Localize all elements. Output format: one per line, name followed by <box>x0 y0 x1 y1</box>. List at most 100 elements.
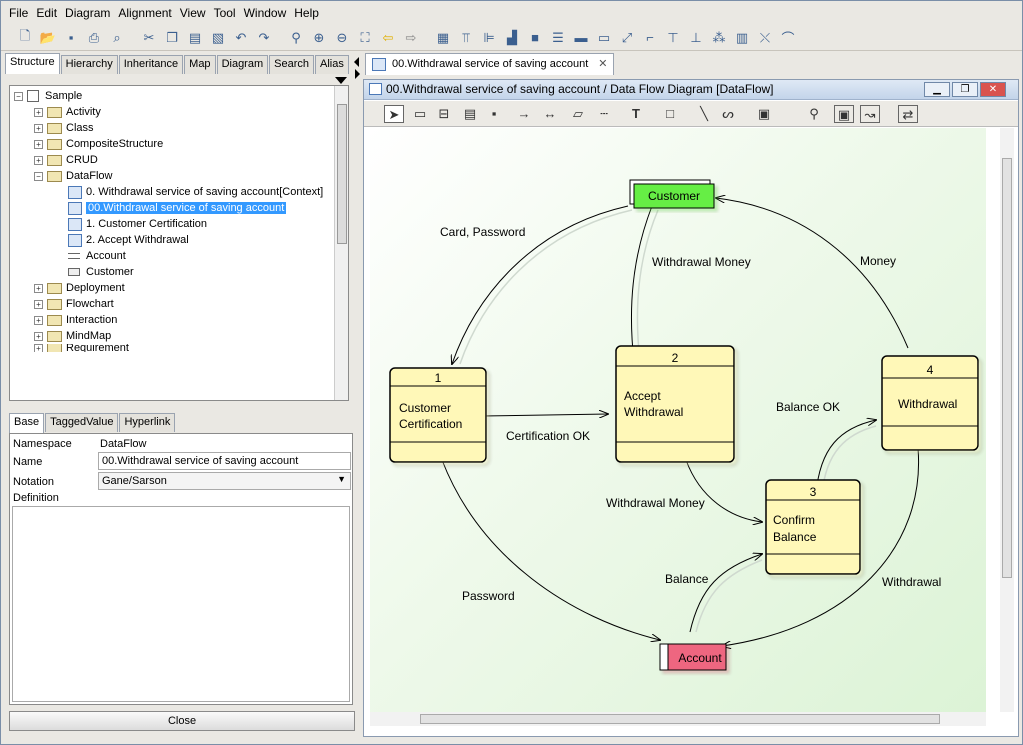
group-icon[interactable]: ⁂ <box>712 29 726 45</box>
minimize-icon[interactable]: ▁ <box>924 82 950 97</box>
zoom-icon[interactable]: ⚲ <box>291 29 301 45</box>
definition-textarea[interactable] <box>12 506 350 702</box>
notation-select[interactable]: Gane/Sarson ▼ <box>98 472 351 490</box>
name-field[interactable]: 00.Withdrawal service of saving account <box>98 452 351 470</box>
line-color-icon[interactable]: ▬ <box>574 30 588 45</box>
tree-item-activity[interactable]: +Activity <box>34 104 101 120</box>
new-file-icon[interactable]: 🗋 <box>19 27 31 43</box>
forward-arrow-icon[interactable]: ⇨ <box>405 29 417 45</box>
external-tool-icon[interactable]: ▤ <box>463 106 477 121</box>
open-folder-icon[interactable]: 📂 <box>39 29 57 45</box>
tree-item-crud[interactable]: +CRUD <box>34 152 98 168</box>
rectangle-tool-icon[interactable]: □ <box>666 106 674 121</box>
close-button[interactable]: Close <box>9 711 355 731</box>
tab-hierarchy[interactable]: Hierarchy <box>60 55 118 74</box>
process-1-customer-certification[interactable]: 1 Customer Certification <box>389 367 487 463</box>
tab-alias[interactable]: Alias <box>315 55 349 74</box>
table-icon[interactable]: ▥ <box>735 29 749 45</box>
restore-icon[interactable]: ❐ <box>952 82 978 97</box>
tree-item-class[interactable]: +Class <box>34 120 94 136</box>
fill-color-icon[interactable]: ■ <box>531 30 539 45</box>
print-preview-icon[interactable]: ⌕ <box>113 29 121 45</box>
tree-item-customer[interactable]: Customer <box>68 264 134 280</box>
duplicate-icon[interactable]: ▧ <box>211 29 225 45</box>
tree-item-mindmap[interactable]: +MindMap <box>34 328 111 344</box>
tree-item-customer-certification[interactable]: 1. Customer Certification <box>68 216 207 232</box>
process-3-confirm-balance[interactable]: 3 Confirm Balance <box>765 479 861 575</box>
connector-icon[interactable]: ⌐ <box>646 30 654 45</box>
menu-diagram[interactable]: Diagram <box>65 6 111 20</box>
line-mode-icon[interactable]: ↝ <box>860 105 880 123</box>
menu-window[interactable]: Window <box>243 6 287 20</box>
select-pointer-icon[interactable]: ➤ <box>384 105 404 123</box>
process-2-accept-withdrawal[interactable]: 2 Accept Withdrawal <box>615 345 735 463</box>
tab-search[interactable]: Search <box>269 55 314 74</box>
layout-icon[interactable]: ▦ <box>436 29 450 45</box>
tree-scrollbar[interactable] <box>334 86 348 400</box>
align-top-icon[interactable]: ⫪ <box>462 29 470 45</box>
line-tool-icon[interactable]: ╲ <box>700 106 708 121</box>
tree-item-requirement[interactable]: +Requirement <box>34 344 129 352</box>
align-left-icon[interactable]: ⊫ <box>483 29 495 45</box>
save-icon[interactable]: ▪ <box>68 30 74 45</box>
tree-item-deployment[interactable]: +Deployment <box>34 280 125 296</box>
curve-icon[interactable]: ⌒ <box>781 31 795 46</box>
print-icon[interactable]: ⎙ <box>88 29 100 45</box>
process-tool-icon[interactable]: ▭ <box>413 106 427 121</box>
tree-layout-icon[interactable]: ⊤ <box>667 29 679 45</box>
text-tool-icon[interactable]: T <box>632 106 640 121</box>
tree-item-interaction[interactable]: +Interaction <box>34 312 117 328</box>
tab-base[interactable]: Base <box>9 413 45 434</box>
menu-view[interactable]: View <box>179 6 206 20</box>
cut-icon[interactable]: ✂ <box>143 29 155 45</box>
datastore-tool-icon[interactable]: ⊟ <box>438 106 450 121</box>
freehand-tool-icon[interactable]: ᔕ <box>722 106 734 121</box>
menu-alignment[interactable]: Alignment <box>118 6 172 20</box>
diagram-doc-tab[interactable]: 00.Withdrawal service of saving account✕ <box>365 53 615 75</box>
back-arrow-icon[interactable]: ⇦ <box>382 29 394 45</box>
menu-file[interactable]: File <box>9 6 29 20</box>
arrange-icon[interactable]: ▟ <box>507 29 517 45</box>
note-icon[interactable]: ▱ <box>573 106 583 121</box>
flow-arrow-icon[interactable]: → <box>517 106 531 121</box>
tab-map[interactable]: Map <box>184 55 216 74</box>
bidirectional-arrow-icon[interactable]: ↔ <box>543 106 557 121</box>
process-4-withdrawal[interactable]: 4 Withdrawal <box>881 355 979 451</box>
menu-help[interactable]: Help <box>294 6 319 20</box>
tree-item-context-diagram[interactable]: 0. Withdrawal service of saving account[… <box>68 184 323 200</box>
small-box-icon[interactable]: ▪ <box>491 106 497 121</box>
dotted-line-icon[interactable]: ┄ <box>600 106 608 121</box>
fit-window-icon[interactable]: ⛶ <box>360 29 370 45</box>
zoom-in-icon[interactable]: ⊕ <box>313 29 325 45</box>
tree-root[interactable]: −Sample <box>14 88 82 104</box>
tree-item-selected-diagram[interactable]: 00.Withdrawal service of saving account <box>68 200 287 216</box>
tab-taggedvalue[interactable]: TaggedValue <box>45 413 119 432</box>
tab-menu-arrow-icon[interactable] <box>335 77 347 84</box>
paste-icon[interactable]: ▤ <box>188 29 202 45</box>
tree-item-accept-withdrawal[interactable]: 2. Accept Withdrawal <box>68 232 189 248</box>
tree-item-account[interactable]: Account <box>68 248 126 264</box>
undo-icon[interactable]: ↶ <box>235 29 247 45</box>
panel-splitter[interactable] <box>353 53 361 737</box>
tree-item-compositestructure[interactable]: +CompositeStructure <box>34 136 163 152</box>
tree-item-dataflow[interactable]: −DataFlow <box>34 168 112 184</box>
zoom-out-icon[interactable]: ⊖ <box>336 29 348 45</box>
diagram-vertical-scrollbar[interactable] <box>1000 128 1014 712</box>
copy-icon[interactable]: ❐ <box>166 29 178 45</box>
tab-structure[interactable]: Structure <box>5 53 60 74</box>
snap-grid-icon[interactable]: ▣ <box>834 105 854 123</box>
diagram-canvas[interactable]: Customer Account 1 Customer Cert <box>370 128 986 712</box>
hierarchy-icon[interactable]: ⊥ <box>690 29 702 45</box>
line-width-icon[interactable]: ☰ <box>552 29 564 45</box>
cross-line-icon[interactable]: ⤬ <box>759 29 771 45</box>
close-window-icon[interactable]: ✕ <box>980 82 1006 97</box>
image-tool-icon[interactable]: ▣ <box>757 106 771 121</box>
redo-icon[interactable]: ↷ <box>258 29 270 45</box>
line-style-icon[interactable]: ⤢ <box>621 29 633 45</box>
tab-diagram[interactable]: Diagram <box>216 55 269 74</box>
tab-inheritance[interactable]: Inheritance <box>118 55 184 74</box>
menu-tool[interactable]: Tool <box>213 6 236 20</box>
layout-options-icon[interactable]: ⇄ <box>898 105 918 123</box>
tree-item-flowchart[interactable]: +Flowchart <box>34 296 114 312</box>
data-store-account[interactable]: Account <box>659 643 727 671</box>
